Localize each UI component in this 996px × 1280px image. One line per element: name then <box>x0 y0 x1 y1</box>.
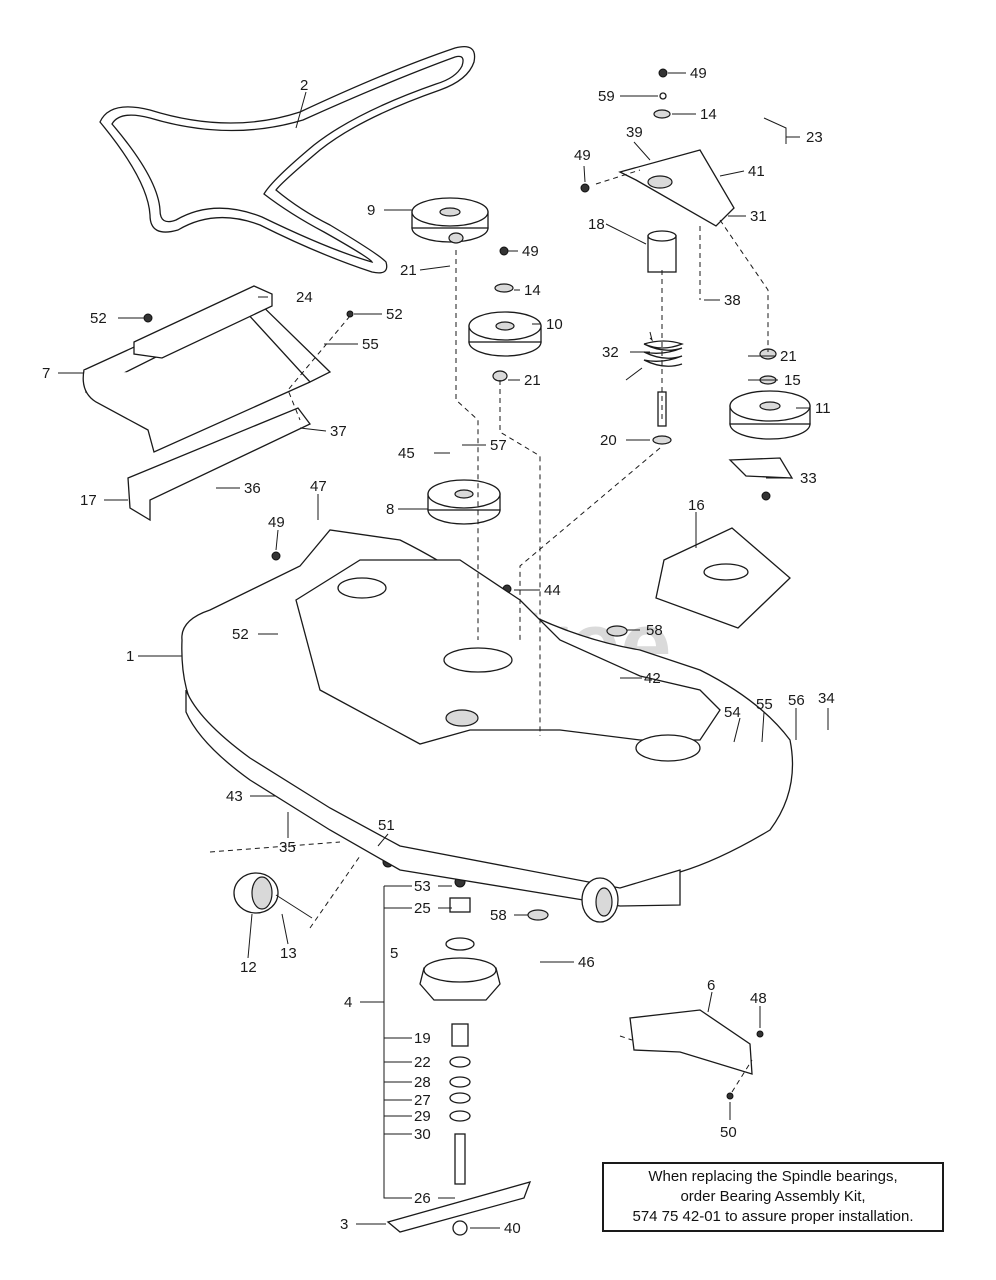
bracket-33 <box>728 457 794 479</box>
callout-21b: 21 <box>524 372 541 389</box>
callout-46: 46 <box>578 954 595 971</box>
callout-43: 43 <box>226 788 243 805</box>
spindle-bracket-lines <box>360 885 412 1199</box>
callout-52a: 52 <box>90 310 107 327</box>
callout-30: 30 <box>414 1126 431 1143</box>
note-line-1: When replacing the Spindle bearings, <box>648 1168 898 1185</box>
pulley-8 <box>427 479 501 525</box>
callout-3: 3 <box>340 1216 348 1233</box>
callout-19: 19 <box>414 1030 431 1047</box>
callout-1: 1 <box>126 648 134 665</box>
callout-23: 23 <box>806 129 823 146</box>
blade-3 <box>386 1181 532 1233</box>
callout-33: 33 <box>800 470 817 487</box>
callout-52b: 52 <box>386 306 403 323</box>
belt-cover-7 <box>82 293 332 453</box>
drive-belt <box>99 45 476 274</box>
callout-42: 42 <box>644 670 661 687</box>
callout-29: 29 <box>414 1108 431 1125</box>
callout-15: 15 <box>784 372 801 389</box>
bracket-24 <box>133 285 273 359</box>
callout-21c: 21 <box>780 348 797 365</box>
callout-4: 4 <box>344 994 352 1011</box>
callout-47: 47 <box>310 478 327 495</box>
mower-deck <box>181 529 794 907</box>
callout-20: 20 <box>600 432 617 449</box>
callout-16: 16 <box>688 497 705 514</box>
callout-27: 27 <box>414 1092 431 1109</box>
idler-pulley-10 <box>468 311 542 357</box>
bearing-kit-note: When replacing the Spindle bearings, ord… <box>602 1162 944 1232</box>
callout-49a: 49 <box>690 65 707 82</box>
callout-36: 36 <box>244 480 261 497</box>
callout-37: 37 <box>330 423 347 440</box>
idler-pulley-9 <box>411 197 489 243</box>
assembly-lines <box>209 169 769 1093</box>
callout-13: 13 <box>280 945 297 962</box>
callout-53: 53 <box>414 878 431 895</box>
callout-21a: 21 <box>400 262 417 279</box>
callout-2: 2 <box>300 77 308 94</box>
callout-41: 41 <box>748 163 765 180</box>
callout-14a: 14 <box>700 106 717 123</box>
baffle-16 <box>655 527 791 629</box>
callout-55b: 55 <box>756 696 773 713</box>
front-wheel <box>581 877 619 923</box>
spindle-assembly-4 <box>419 897 501 1185</box>
callout-8: 8 <box>386 501 394 518</box>
idler-pulley-11 <box>729 390 811 440</box>
callout-56: 56 <box>788 692 805 709</box>
callout-45: 45 <box>398 445 415 462</box>
callout-49d: 49 <box>268 514 285 531</box>
deck-bracket-6 <box>629 1009 753 1075</box>
callout-50: 50 <box>720 1124 737 1141</box>
callout-22: 22 <box>414 1054 431 1071</box>
callout-57: 57 <box>490 437 507 454</box>
callout-34: 34 <box>818 690 835 707</box>
callout-49c: 49 <box>522 243 539 260</box>
callout-12: 12 <box>240 959 257 976</box>
callout-9: 9 <box>367 202 375 219</box>
callout-18: 18 <box>588 216 605 233</box>
idler-arm-31 <box>618 149 735 227</box>
callout-39: 39 <box>626 124 643 141</box>
callout-52c: 52 <box>232 626 249 643</box>
callout-32: 32 <box>602 344 619 361</box>
callout-labels: 1 2 3 4 5 6 7 8 9 10 11 12 13 14 14 15 1… <box>42 65 835 1237</box>
callout-24: 24 <box>296 289 313 306</box>
spring-32 <box>625 331 684 381</box>
callout-49b: 49 <box>574 147 591 164</box>
callout-35: 35 <box>279 839 296 856</box>
callout-25: 25 <box>414 900 431 917</box>
bracket-17 <box>127 407 311 522</box>
callout-54: 54 <box>724 704 741 721</box>
callout-51: 51 <box>378 817 395 834</box>
callout-7: 7 <box>42 365 50 382</box>
gauge-wheel-12 <box>233 872 313 919</box>
callout-55a: 55 <box>362 336 379 353</box>
callout-38: 38 <box>724 292 741 309</box>
callout-28: 28 <box>414 1074 431 1091</box>
callout-14b: 14 <box>524 282 541 299</box>
callout-31: 31 <box>750 208 767 225</box>
callout-17: 17 <box>80 492 97 509</box>
callout-6: 6 <box>707 977 715 994</box>
note-line-2: order Bearing Assembly Kit, <box>680 1188 866 1205</box>
callout-11: 11 <box>815 400 831 417</box>
callout-44: 44 <box>544 582 561 599</box>
bushing-18 <box>647 230 677 273</box>
note-line-3: 574 75 42-01 to assure proper installati… <box>632 1208 914 1225</box>
callout-40: 40 <box>504 1220 521 1237</box>
callout-58b: 58 <box>490 907 507 924</box>
callout-26: 26 <box>414 1190 431 1207</box>
leader-lines <box>58 72 829 1229</box>
callout-48: 48 <box>750 990 767 1007</box>
callout-58a: 58 <box>646 622 663 639</box>
rod-23 <box>763 117 787 144</box>
callout-10: 10 <box>546 316 563 333</box>
callout-5: 5 <box>390 945 398 962</box>
callout-59: 59 <box>598 88 615 105</box>
